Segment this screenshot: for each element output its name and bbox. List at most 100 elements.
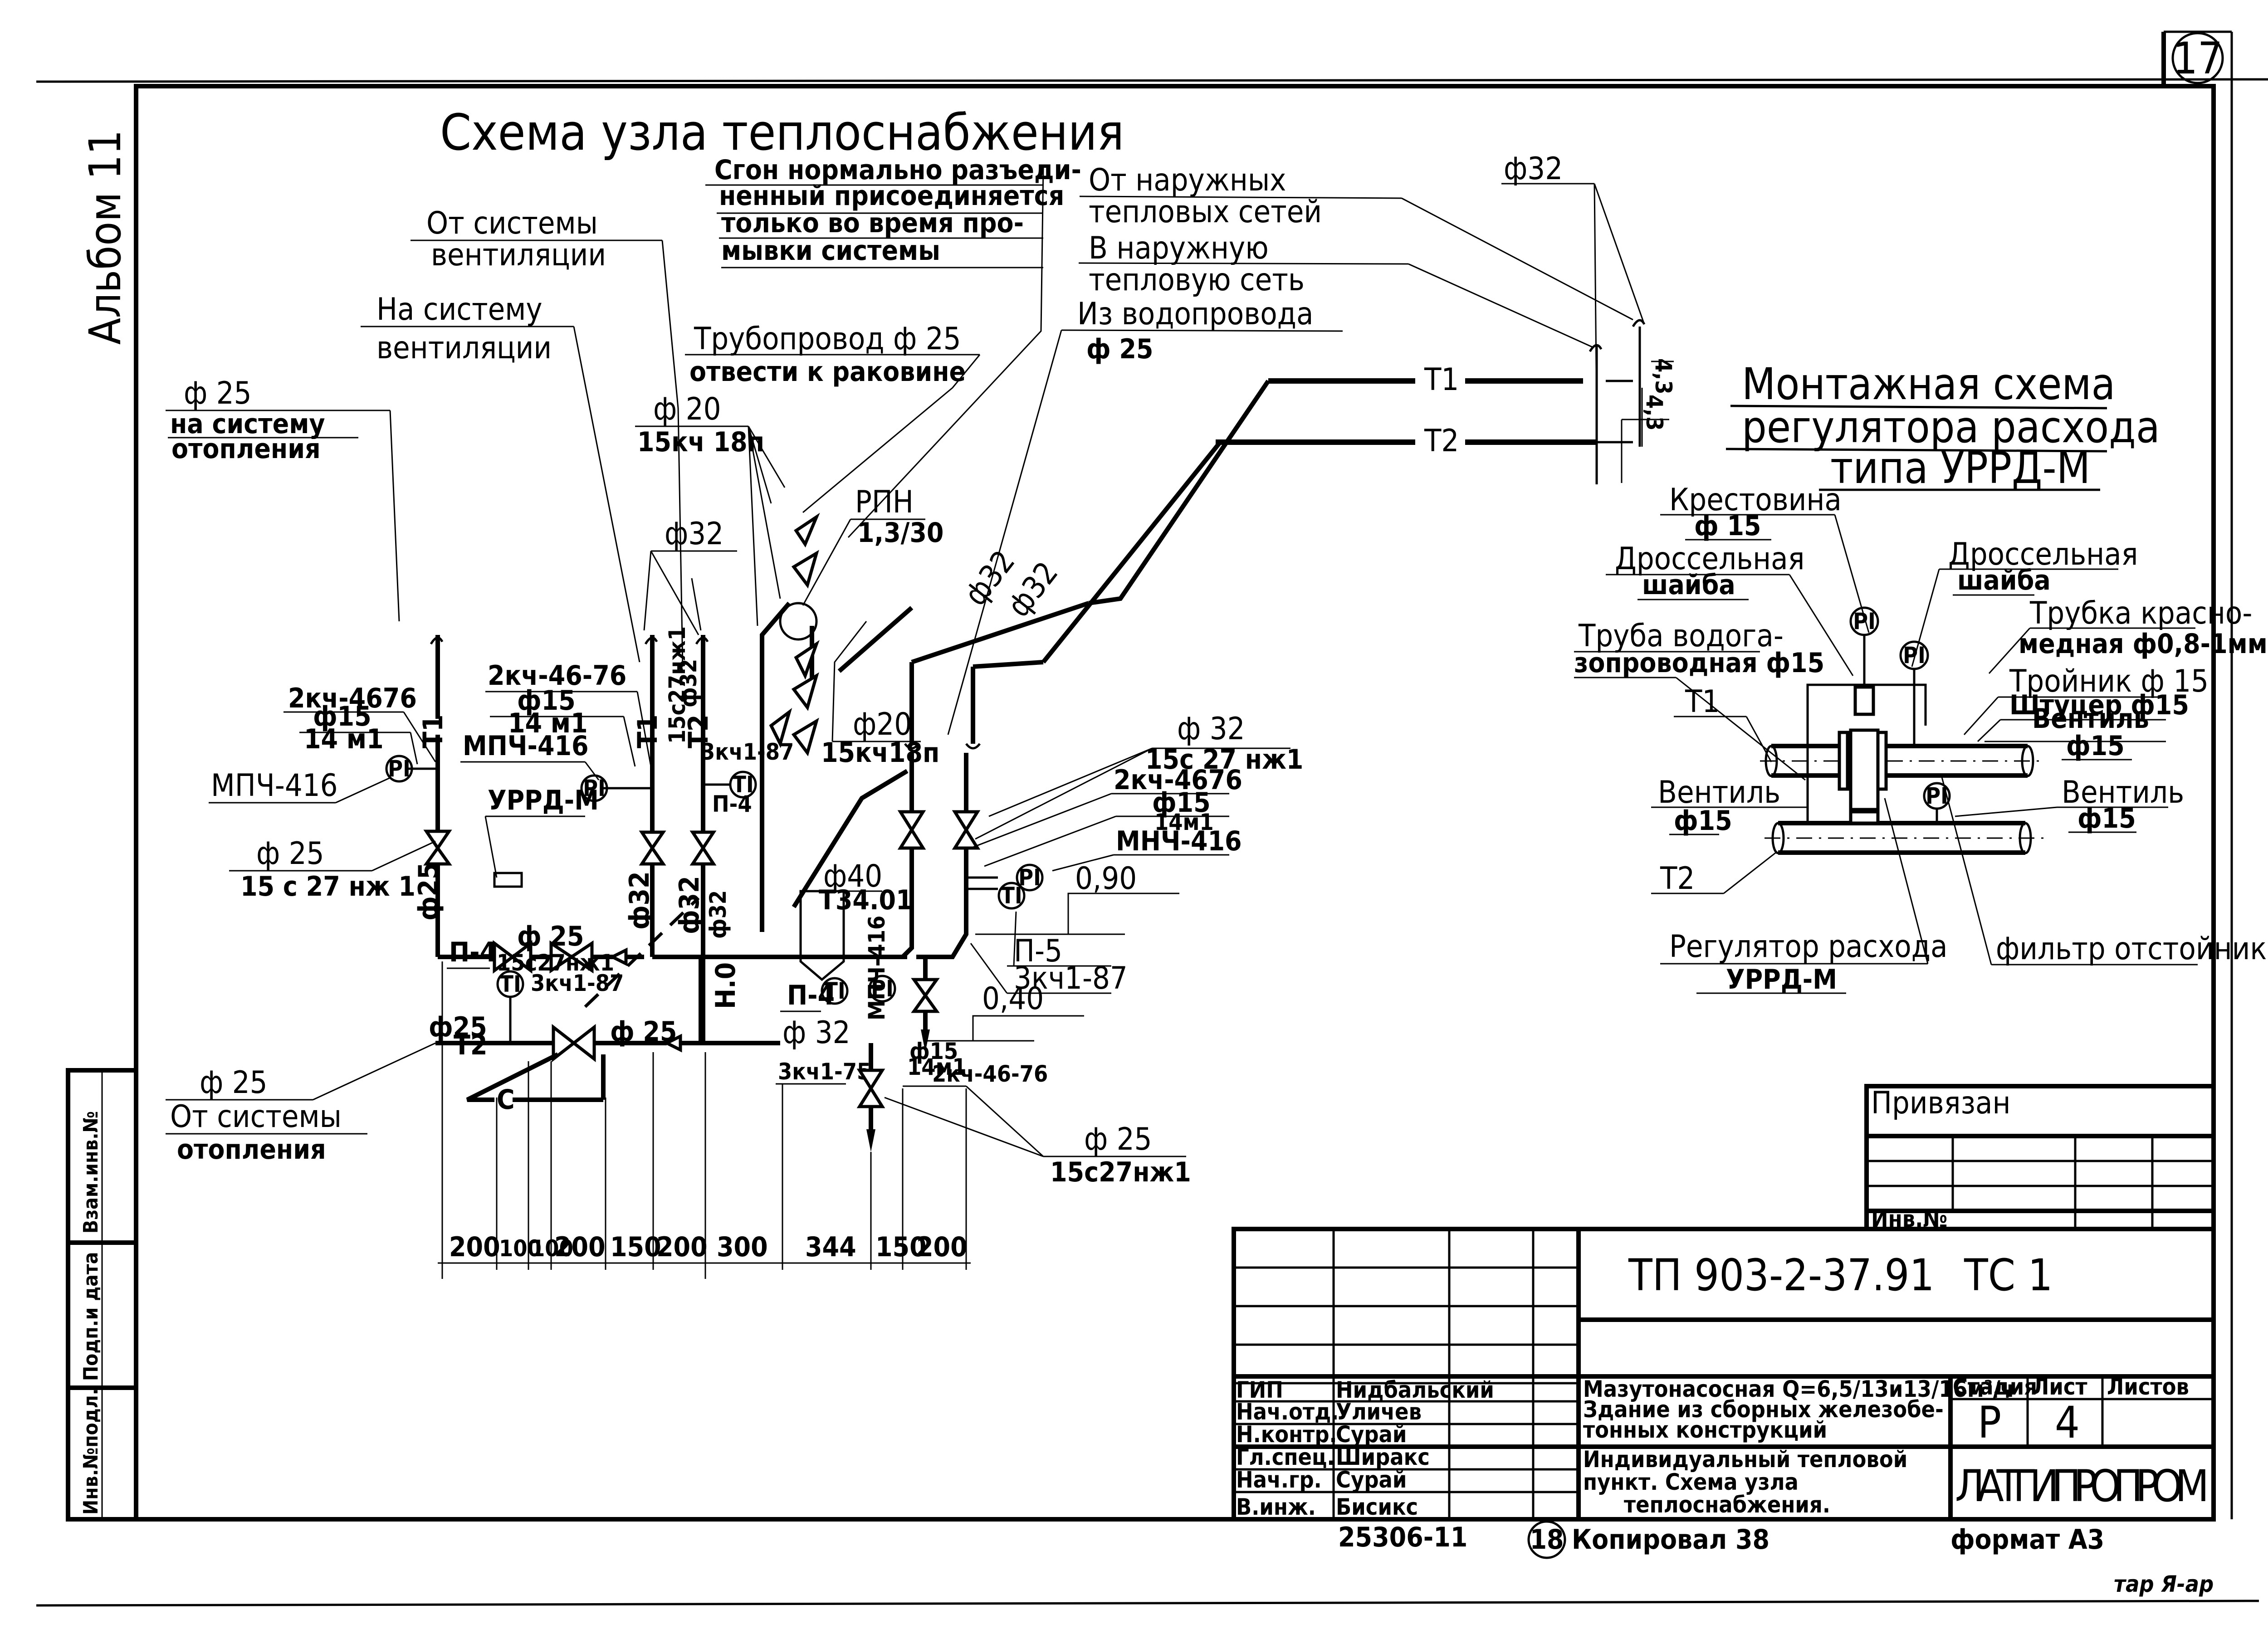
sheet-frame: [36, 30, 2268, 1607]
corner-signature: тар Я-ар: [2114, 1571, 2214, 1597]
leader-line: [650, 551, 699, 635]
callout-drain-pipe: Трубопровод ф 25 отвести к раковине: [685, 321, 981, 513]
valve-symbol: [791, 672, 819, 711]
label-text: ненный присоединяется: [719, 180, 1064, 212]
label-text: ф40: [823, 858, 882, 894]
label-text: 4,3: [1641, 395, 1667, 431]
label-text: УРРД-М: [488, 785, 599, 816]
leader-line: [1789, 574, 1854, 676]
valve-symbol: [689, 845, 717, 866]
pipe-break: [1589, 344, 1603, 352]
label-text: Регулятор расхода: [1669, 929, 1947, 965]
label-text: ф15: [517, 685, 576, 717]
label-text: ф 20: [653, 391, 721, 427]
label-text: Штуцер ф15: [2009, 689, 2189, 721]
valve-symbol: [952, 827, 981, 850]
leader-line: [1911, 569, 1940, 667]
leader-line: [643, 551, 652, 631]
leader-line: [1955, 806, 2058, 817]
label-text: отопления: [177, 1134, 326, 1166]
label-text: 3кч1-87: [531, 970, 624, 996]
callout-heating-to: ф 25 на систему отопления: [166, 376, 400, 622]
bound-label: Привязан: [1871, 1085, 2011, 1121]
label-text: МПЧ-416: [211, 768, 338, 804]
label-text: Уличев: [1336, 1399, 1422, 1425]
leader-line: [947, 330, 1062, 735]
label-text: 2кч-46-76: [932, 1061, 1048, 1087]
page-number-text: 17: [2173, 33, 2223, 84]
leader-line: [748, 426, 758, 626]
label-text: 14м1: [1154, 809, 1214, 835]
callout-vent-from: От системы вентиляции: [411, 205, 684, 667]
pipe-break: [430, 636, 444, 645]
valve-symbol: [552, 1024, 577, 1063]
label-text: Т2: [683, 715, 714, 748]
label-text: 344: [805, 1231, 856, 1263]
valve-symbol: [423, 829, 452, 851]
label-text: Дроссельная: [1948, 537, 2138, 572]
valve-symbol: [568, 940, 594, 974]
label-text: Сгон нормально разъеди-: [714, 154, 1081, 186]
leader-line: [975, 747, 1153, 840]
valve-symbol: [510, 940, 533, 974]
callout-mid-gauge: 2кч-46-76 ф15 14 м1 МПЧ-416 PI: [460, 660, 652, 802]
assembly-diagram: Монтажная схема регулятора расхода типа …: [1574, 359, 2268, 995]
label-text: П-4: [449, 937, 497, 968]
leader-line: [1041, 440, 1222, 664]
label-text: Гл.спец.: [1236, 1444, 1334, 1470]
label-text: типа УРРД-М: [1830, 443, 2090, 493]
pipe-break: [695, 636, 709, 645]
pipe-line: [36, 1600, 2259, 1607]
object-name-3: тонных конструкций: [1583, 1417, 1827, 1443]
leader-line: [970, 943, 1008, 994]
valve-symbol: [856, 1085, 885, 1108]
leader-line: [972, 1015, 1084, 1041]
copy-circle-number: 18: [1530, 1524, 1564, 1556]
label-text: Т1: [632, 715, 664, 748]
label-text: ф 25: [517, 921, 584, 952]
label-text: зопроводная ф15: [1574, 647, 1824, 679]
label-text: Нач.гр.: [1236, 1467, 1322, 1493]
label-text: ф 15: [1694, 510, 1761, 542]
callout-left-gauge: 2кч-4676 ф15 14 м1 МПЧ-416: [209, 683, 436, 804]
label-text: TI: [824, 978, 845, 1004]
pipe-line: [1078, 262, 1409, 265]
pipe-line: [837, 606, 914, 673]
label-text: 100: [499, 1235, 542, 1262]
label-text: 150: [875, 1231, 927, 1263]
leader-line: [1408, 263, 1593, 348]
copy-number: 25306-11: [1338, 1522, 1467, 1553]
callouts: Сгон нормально разъеди- ненный присоедин…: [166, 151, 1677, 735]
leader-line: [313, 1042, 436, 1101]
pipe-line: [1730, 405, 2107, 410]
leader-line: [466, 1052, 559, 1102]
side-stamp-inv: Инв.№подл.: [79, 1388, 103, 1515]
leader-line: [1088, 380, 1271, 605]
gauge-symbol: [1016, 863, 1044, 892]
label-text: 200: [916, 1231, 968, 1263]
valve-symbol: [571, 1024, 596, 1063]
label-text: Из водопровода: [1077, 296, 1313, 332]
leader-line: [573, 326, 640, 663]
leader-line: [988, 747, 1153, 817]
label-text: Т1: [1424, 362, 1459, 398]
leader-line: [1941, 775, 1992, 965]
leader-line: [1884, 798, 1929, 964]
label-text: ф15: [2066, 730, 2125, 762]
leader-line: [484, 816, 498, 878]
valve-symbol: [897, 810, 926, 833]
gauge-symbol: [729, 771, 757, 799]
album-label: Альбом 11: [80, 130, 131, 345]
label-text: Нидбальский: [1336, 1377, 1494, 1403]
leader-line: [410, 732, 418, 765]
label-text: тепловых сетей: [1089, 194, 1322, 230]
valve-symbol: [493, 940, 515, 974]
gauge-symbol: [779, 602, 818, 641]
callout-ti-center: TI 3кч1-87 П-4: [701, 739, 794, 817]
drain-valve-assembly: [760, 512, 914, 932]
callout-phi20-top: ф 20 15кч 18п: [635, 391, 786, 626]
binding-block: Привязан Инв.№: [1864, 1084, 2216, 1232]
label-text: PI: [871, 976, 894, 1002]
object-name-2: Здание из сборных железобе-: [1583, 1396, 1944, 1423]
sheet-value: 4: [2055, 1397, 2080, 1448]
